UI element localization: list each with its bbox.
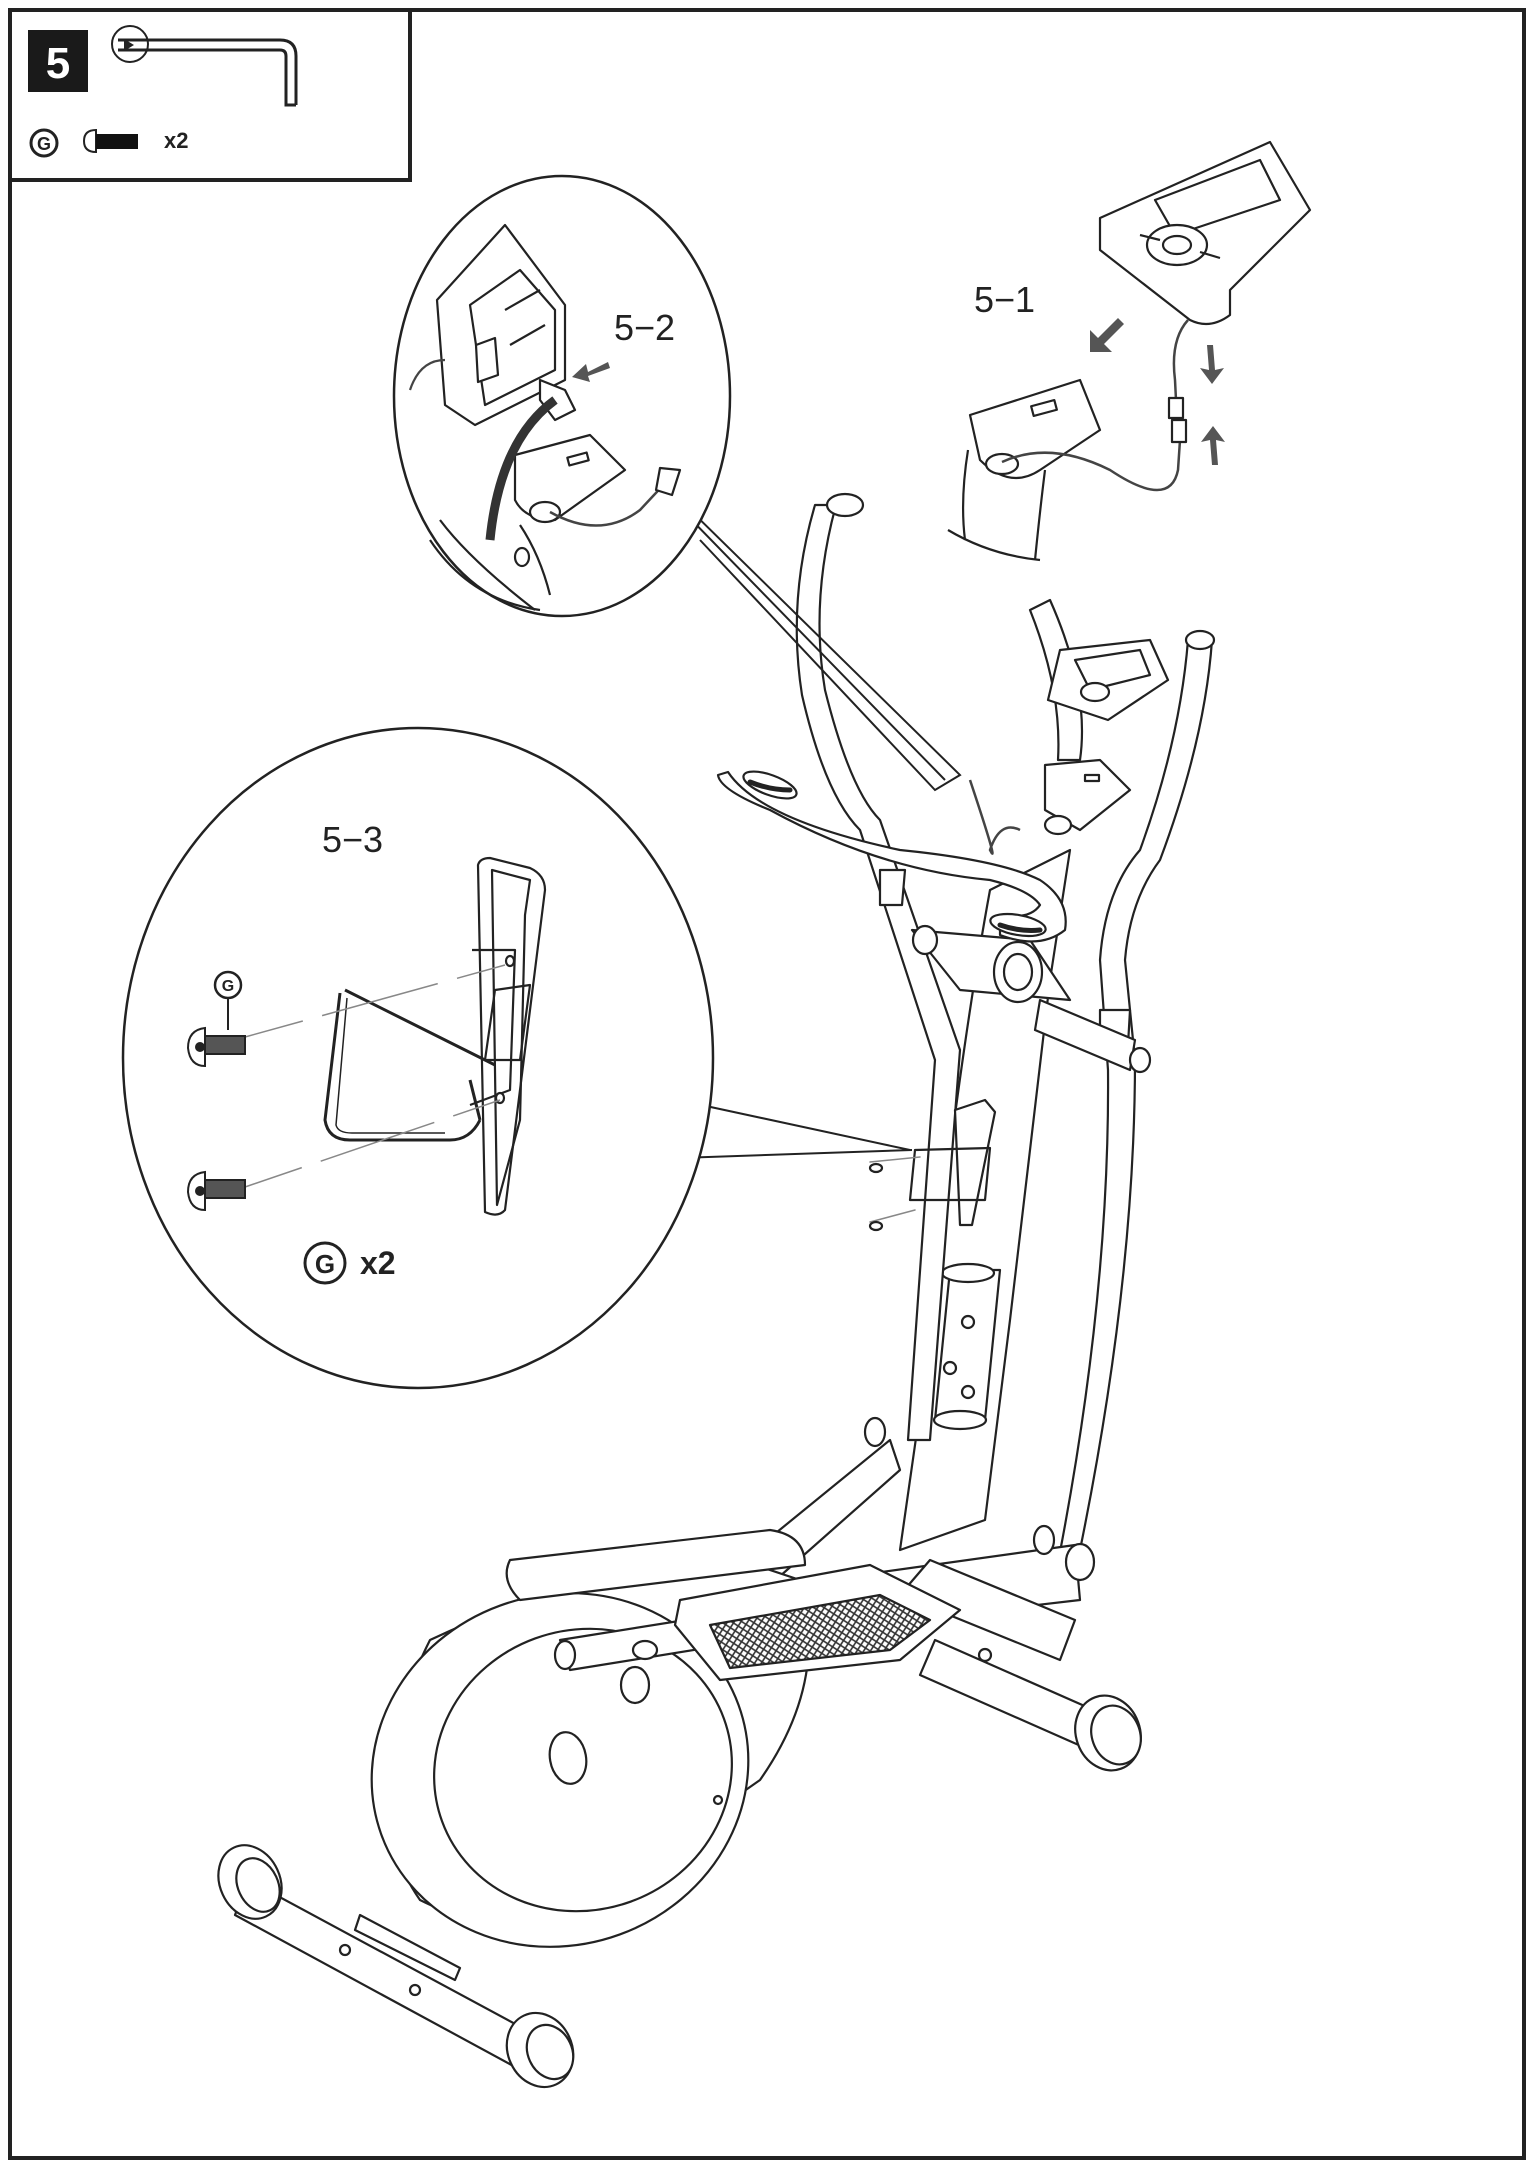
console-mounted bbox=[1043, 638, 1170, 836]
console-large bbox=[1098, 140, 1312, 326]
step-header: 5 G x2 bbox=[8, 8, 412, 182]
elliptical-machine bbox=[217, 492, 1216, 2089]
part-letter: G bbox=[37, 134, 51, 154]
screw-g-bottom bbox=[186, 1170, 246, 1212]
screw-g-top bbox=[186, 1026, 246, 1068]
detail-5-3-circle bbox=[121, 726, 715, 1390]
rear-stabilizer bbox=[918, 1638, 1142, 1772]
detail-5-1: 5−1 bbox=[947, 140, 1312, 562]
arrow-left-icon bbox=[572, 362, 610, 382]
detail-5-3: 5−3 bbox=[121, 726, 913, 1390]
part-letter-badge bbox=[29, 128, 59, 158]
allen-key-icon bbox=[111, 25, 298, 107]
part-quantity: x2 bbox=[164, 128, 188, 153]
left-pedal bbox=[553, 1563, 962, 1705]
arrow-down-left-icon bbox=[1090, 318, 1124, 352]
page-border bbox=[8, 8, 1526, 2160]
detail-5-2: 5−2 bbox=[392, 174, 962, 792]
handle-pivot bbox=[910, 924, 1152, 1074]
detail-5-3-footer-letter: G bbox=[315, 1249, 335, 1279]
detail-5-1-label: 5−1 bbox=[974, 279, 1035, 320]
detail-5-2-label: 5−2 bbox=[614, 307, 675, 348]
step-number: 5 bbox=[46, 39, 70, 88]
flywheel-housing bbox=[370, 1528, 810, 1948]
fixed-handlebar bbox=[716, 770, 1067, 943]
detail-5-3-quantity: x2 bbox=[360, 1245, 396, 1281]
detail-5-3-part-letter: G bbox=[222, 978, 234, 995]
bottle-holder-mounted bbox=[908, 1098, 997, 1227]
bolt-icon bbox=[82, 128, 138, 154]
left-handlebar-arm bbox=[795, 492, 962, 1442]
arrows-5-1 bbox=[1090, 318, 1225, 465]
part-g-row: G x2 bbox=[29, 128, 188, 158]
pedal-tread bbox=[708, 1593, 932, 1670]
detail-5-3-label: 5−3 bbox=[322, 819, 383, 860]
arrow-down-icon bbox=[1200, 345, 1224, 384]
step-number-badge bbox=[28, 30, 88, 92]
front-stabilizer bbox=[217, 1844, 575, 2089]
arrow-up-icon bbox=[1201, 426, 1225, 465]
